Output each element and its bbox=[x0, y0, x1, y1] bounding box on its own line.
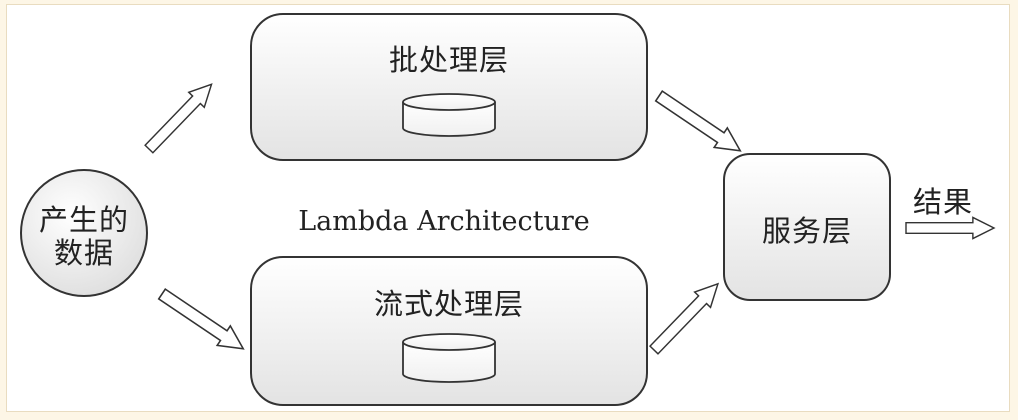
stream-layer-node bbox=[250, 256, 648, 406]
arrow-source-to-stream bbox=[154, 283, 251, 360]
stream-layer-label: 流式处理层 bbox=[373, 287, 524, 321]
arrow-batch-to-serving bbox=[651, 85, 748, 162]
batch-layer-node bbox=[250, 13, 648, 161]
arrow-stream-to-serving bbox=[645, 275, 727, 359]
serving-layer-label: 服务层 bbox=[761, 214, 852, 248]
arrow-source-to-batch bbox=[140, 75, 221, 158]
stream-database-icon bbox=[402, 333, 496, 383]
serving-layer-node bbox=[723, 153, 891, 301]
batch-database-icon bbox=[402, 93, 496, 137]
source-label-line2: 数据 bbox=[53, 236, 114, 270]
batch-layer-label: 批处理层 bbox=[388, 43, 509, 77]
architecture-label: Lambda Architecture bbox=[298, 206, 590, 237]
source-node bbox=[20, 169, 148, 297]
output-label: 结果 bbox=[912, 185, 973, 219]
source-label-line1: 产生的 bbox=[38, 203, 129, 237]
